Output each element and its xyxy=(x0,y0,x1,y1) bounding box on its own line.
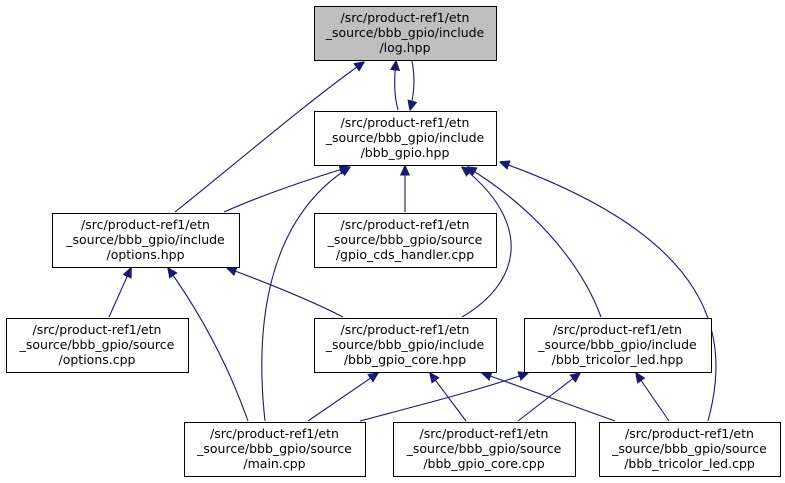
node-bbb_gpio_core_cpp[interactable]: /src/product-ref1/etn_source/bbb_gpio/so… xyxy=(393,422,576,477)
node-bbb_gpio_core_hpp[interactable]: /src/product-ref1/etn_source/bbb_gpio/in… xyxy=(314,318,497,373)
node-label-line: /src/product-ref1/etn xyxy=(33,322,162,337)
node-box[interactable] xyxy=(393,422,576,477)
node-log_hpp[interactable]: /src/product-ref1/etn_source/bbb_gpio/in… xyxy=(314,6,497,61)
node-label-line: /src/product-ref1/etn xyxy=(210,426,339,441)
node-box[interactable] xyxy=(314,318,497,373)
edge-bbb_tricolor_led_cpp-to-bbb_tricolor_led_hpp xyxy=(636,373,670,422)
node-label-line: /options.cpp xyxy=(59,352,136,367)
edge-bbb_tricolor_led_hpp-to-bbb_gpio_hpp xyxy=(467,167,602,318)
edge-main_cpp-to-options_hpp xyxy=(168,268,249,422)
node-label-line: /src/product-ref1/etn xyxy=(341,217,470,232)
node-label-line: /src/product-ref1/etn xyxy=(341,322,470,337)
node-label-line: _source/bbb_gpio/source xyxy=(611,441,767,456)
node-gpio_cds_handler_cpp[interactable]: /src/product-ref1/etn_source/bbb_gpio/so… xyxy=(314,213,497,268)
node-bbb_tricolor_led_cpp[interactable]: /src/product-ref1/etn_source/bbb_gpio/so… xyxy=(599,422,781,477)
node-main_cpp[interactable]: /src/product-ref1/etn_source/bbb_gpio/so… xyxy=(184,422,366,477)
node-label-line: /src/product-ref1/etn xyxy=(341,10,470,25)
node-label-line: _source/bbb_gpio/include xyxy=(537,337,697,352)
node-label-line: /src/product-ref1/etn xyxy=(420,426,549,441)
node-label-line: _source/bbb_gpio/source xyxy=(19,337,175,352)
node-label-line: _source/bbb_gpio/source xyxy=(406,441,562,456)
node-label-line: _source/bbb_gpio/include xyxy=(325,337,485,352)
edge-bbb_tricolor_led_cpp-to-bbb_gpio_core_hpp xyxy=(482,373,616,422)
node-box[interactable] xyxy=(314,213,497,268)
nodes-layer: /src/product-ref1/etn_source/bbb_gpio/in… xyxy=(6,6,781,477)
edge-bbb_tricolor_led_cpp-to-bbb_gpio_hpp xyxy=(500,162,717,422)
edges-layer xyxy=(108,60,717,422)
edge-main_cpp-to-bbb_gpio_core_hpp xyxy=(307,373,378,422)
node-label-line: _source/bbb_gpio/source xyxy=(327,232,483,247)
edge-log_hpp-to-bbb_gpio_hpp xyxy=(410,60,414,110)
edge-bbb_gpio_core_cpp-to-bbb_tricolor_led_hpp xyxy=(517,373,580,422)
edge-main_cpp-to-bbb_tricolor_led_hpp xyxy=(359,373,528,422)
edge-bbb_gpio_core_hpp-to-options_hpp xyxy=(227,268,344,318)
node-label-line: /bbb_gpio_core.cpp xyxy=(423,456,544,471)
edge-options_hpp-to-log_hpp xyxy=(174,62,364,213)
edge-options_hpp-to-bbb_gpio_hpp xyxy=(223,167,349,213)
node-box[interactable] xyxy=(6,318,189,373)
node-bbb_tricolor_led_hpp[interactable]: /src/product-ref1/etn_source/bbb_gpio/in… xyxy=(524,318,712,373)
node-label-line: /src/product-ref1/etn xyxy=(81,217,210,232)
node-label-line: /src/product-ref1/etn xyxy=(341,115,470,130)
node-label-line: /bbb_gpio_core.hpp xyxy=(344,352,466,367)
node-label-line: /bbb_tricolor_led.hpp xyxy=(552,352,684,367)
node-options_hpp[interactable]: /src/product-ref1/etn_source/bbb_gpio/in… xyxy=(52,213,240,268)
node-box[interactable] xyxy=(52,213,240,268)
node-label-line: /bbb_tricolor_led.cpp xyxy=(624,456,755,471)
node-bbb_gpio_hpp[interactable]: /src/product-ref1/etn_source/bbb_gpio/in… xyxy=(314,111,497,166)
node-box[interactable] xyxy=(184,422,366,477)
node-label-line: /bbb_gpio.hpp xyxy=(361,145,450,160)
edge-main_cpp-to-bbb_gpio_hpp xyxy=(261,167,350,422)
node-label-line: _source/bbb_gpio/source xyxy=(196,441,352,456)
node-box[interactable] xyxy=(599,422,781,477)
node-label-line: /gpio_cds_handler.cpp xyxy=(336,247,474,262)
node-label-line: /options.hpp xyxy=(106,247,184,262)
node-label-line: /log.hpp xyxy=(379,40,430,55)
node-box[interactable] xyxy=(314,111,497,166)
node-label-line: /src/product-ref1/etn xyxy=(625,426,754,441)
node-label-line: /main.cpp xyxy=(243,456,305,471)
edge-bbb_gpio_core_hpp-to-bbb_gpio_hpp xyxy=(462,167,512,318)
node-label-line: _source/bbb_gpio/include xyxy=(325,130,485,145)
edge-options_cpp-to-options_hpp xyxy=(108,268,131,318)
node-label-line: _source/bbb_gpio/include xyxy=(325,25,485,40)
node-options_cpp[interactable]: /src/product-ref1/etn_source/bbb_gpio/so… xyxy=(6,318,189,373)
node-box[interactable] xyxy=(524,318,712,373)
edge-bbb_gpio_hpp-to-log_hpp xyxy=(395,61,398,111)
node-label-line: /src/product-ref1/etn xyxy=(553,322,682,337)
node-box[interactable] xyxy=(314,6,497,61)
node-label-line: _source/bbb_gpio/include xyxy=(65,232,225,247)
